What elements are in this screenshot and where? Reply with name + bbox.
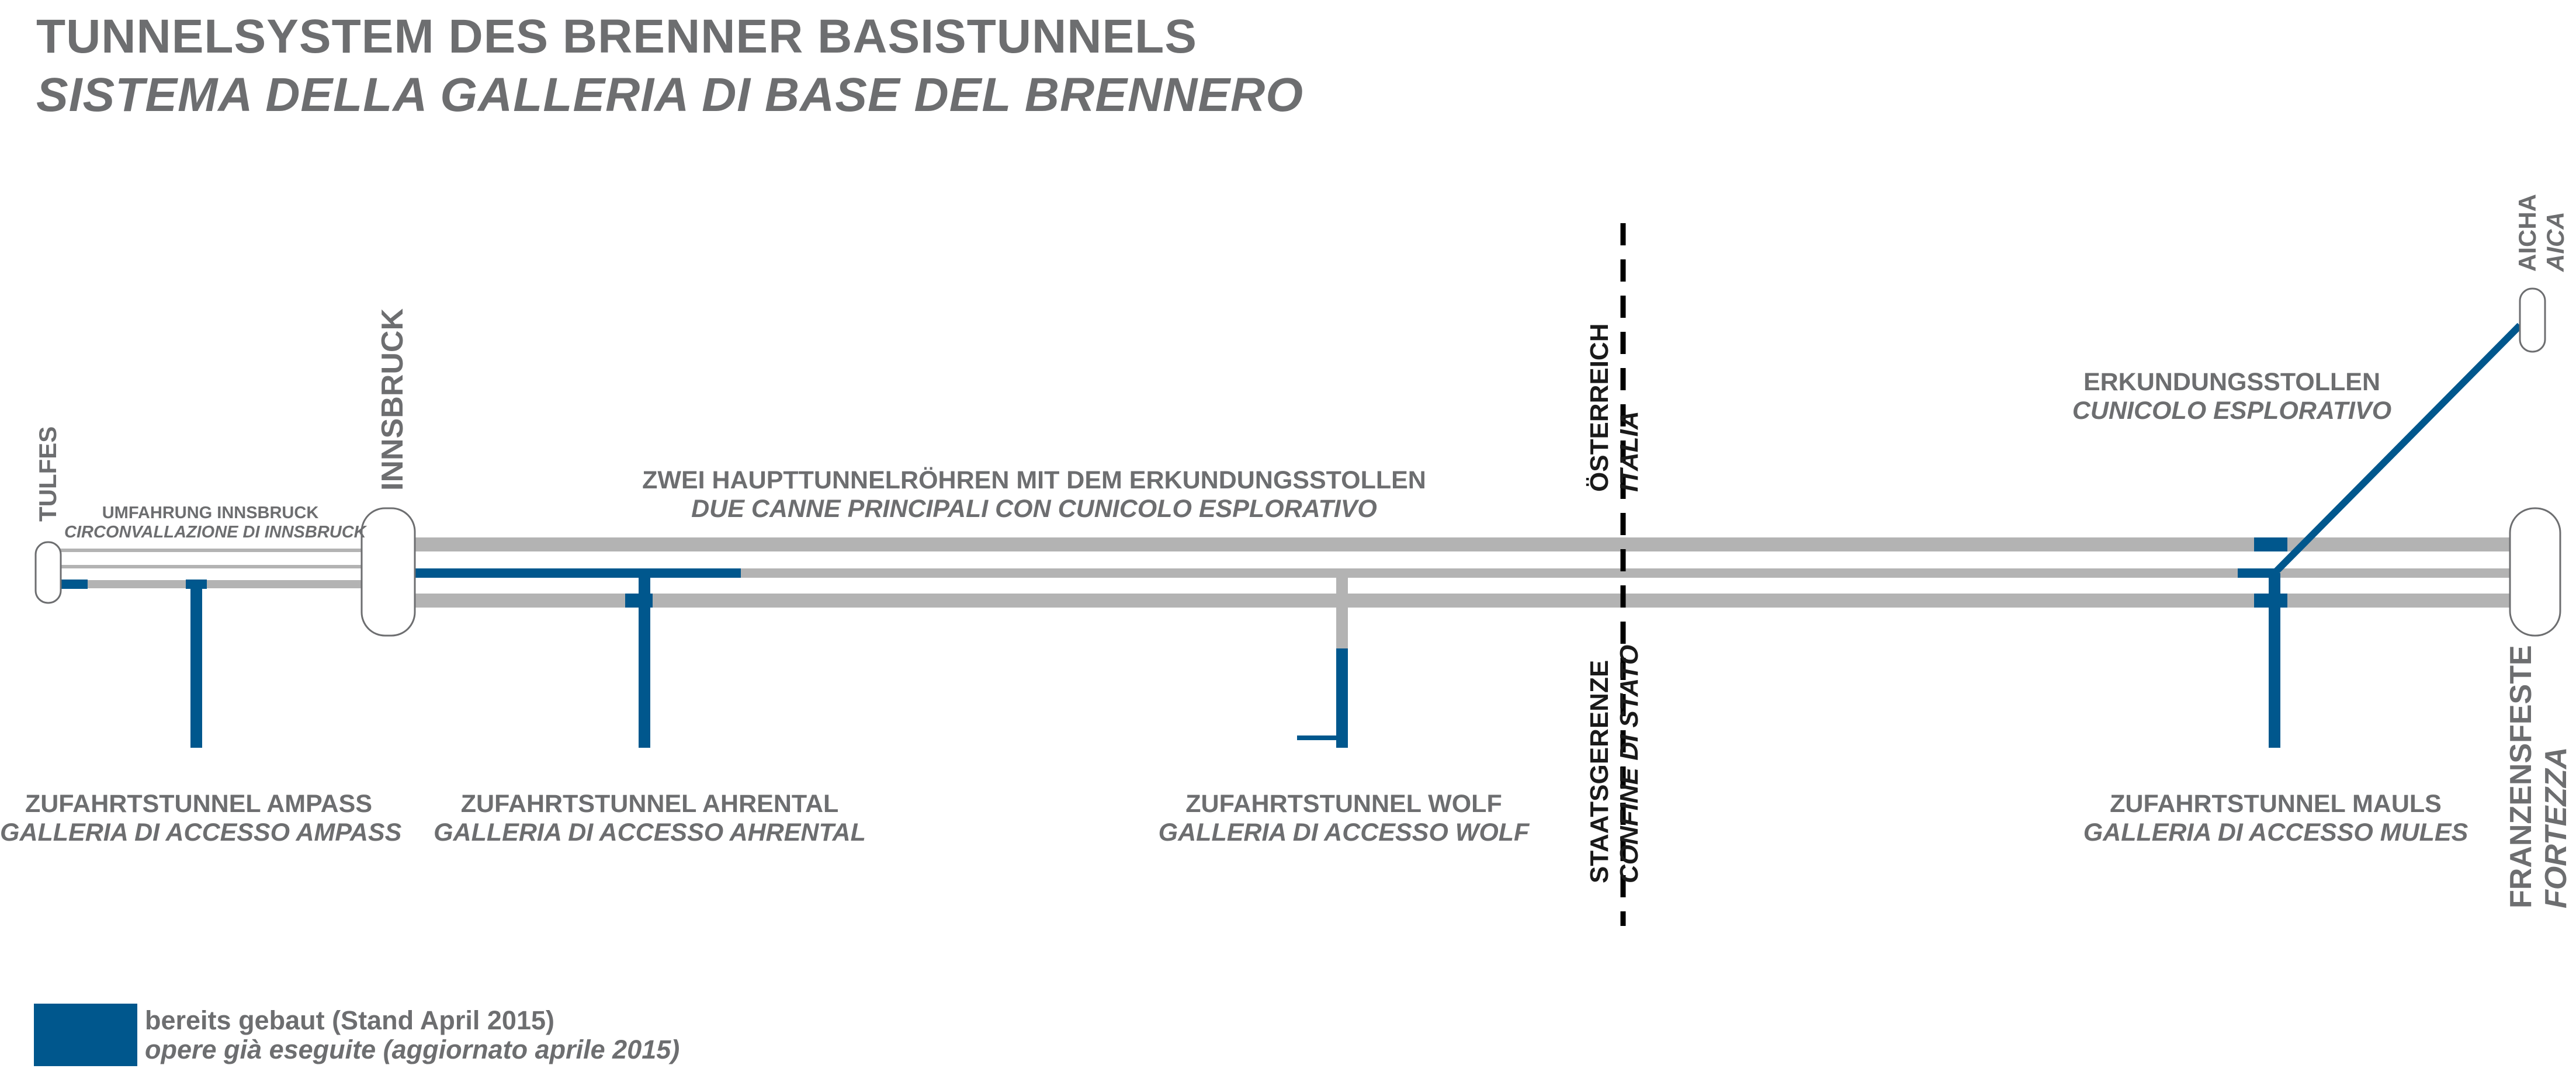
main-tunnel-tubes: [415, 537, 2510, 608]
label-aicha: AICHA AICA: [2513, 194, 2570, 272]
label-access-ampass: ZUFAHRTSTUNNEL AMPASS GALLERIA DI ACCESS…: [0, 790, 402, 847]
label-access-mauls: ZUFAHRTSTUNNEL MAULS GALLERIA DI ACCESSO…: [2083, 790, 2468, 847]
label-main-tunnels: ZWEI HAUPTTUNNELRÖHREN MIT DEM ERKUNDUNG…: [642, 466, 1426, 523]
station-franzensfeste: [2509, 507, 2561, 637]
label-access-wolf: ZUFAHRTSTUNNEL WOLF GALLERIA DI ACCESSO …: [1158, 790, 1530, 847]
access-wolf: [1297, 573, 1348, 748]
label-innsbruck: INNSBRUCK: [376, 308, 410, 491]
title-italian: SISTEMA DELLA GALLERIA DI BASE DEL BRENN…: [36, 68, 1304, 122]
station-aicha: [2519, 287, 2546, 353]
access-ahrental: [625, 573, 653, 748]
label-tulfes: TULFES: [34, 426, 61, 522]
station-tulfes: [34, 541, 62, 604]
label-access-ahrental: ZUFAHRTSTUNNEL AHRENTAL GALLERIA DI ACCE…: [434, 790, 866, 847]
label-border-countries: ÖSTERREICH ITALIA: [1585, 323, 1644, 492]
legend-swatch-built: [34, 1004, 137, 1066]
label-bypass: UMFAHRUNG INNSBRUCK CIRCONVALLAZIONE DI …: [64, 504, 366, 542]
access-mauls: [2238, 322, 2523, 748]
access-ampass: [186, 580, 207, 748]
label-exploratory-tunnel: ERKUNDUNGSSTOLLEN CUNICOLO ESPLORATIVO: [2072, 368, 2392, 425]
title-german: TUNNELSYSTEM DES BRENNER BASISTUNNELS: [36, 10, 1197, 63]
legend-text: bereits gebaut (Stand April 2015) opere …: [145, 1005, 680, 1064]
station-innsbruck: [360, 507, 416, 637]
exploratory-tunnel-aicha: [2269, 322, 2523, 578]
bypass-lines: [58, 549, 363, 589]
label-state-border: STAATSGERENZE CONFINE DI STATO: [1585, 644, 1644, 883]
label-franzensfeste: FRANZENSFESTE FORTEZZA: [2504, 645, 2573, 908]
